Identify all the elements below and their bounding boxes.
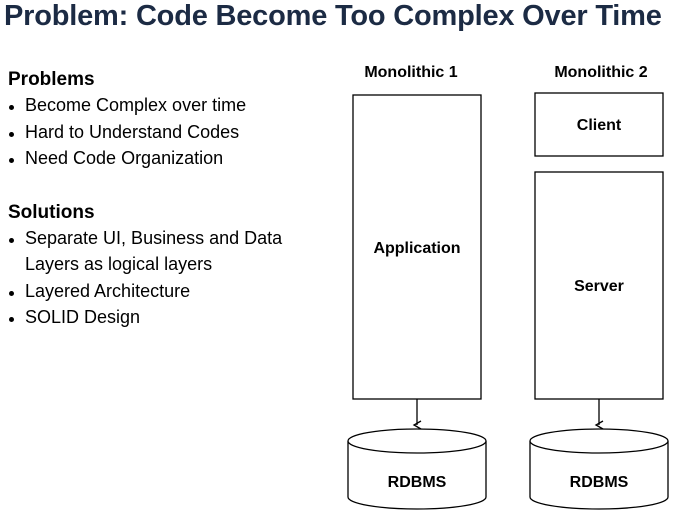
client-box [534,92,664,157]
problems-list: Become Complex over time Hard to Underst… [8,92,328,172]
rdbms-label-2: RDBMS [570,474,629,491]
solutions-heading: Solutions [8,201,95,223]
application-label: Application [373,240,460,257]
list-item: Need Code Organization [8,145,328,172]
monolithic-2-heading: Monolithic 2 [554,64,647,81]
database-cylinder-1 [347,428,487,510]
server-box [534,171,664,400]
problems-heading: Problems [8,69,95,90]
list-item: Layered Architecture [8,278,328,305]
list-item: SOLID Design [8,304,328,331]
solutions-list: Separate UI, Business and Data Layers as… [8,225,328,331]
list-item: Become Complex over time [8,92,328,119]
application-box [352,94,482,400]
list-item-line: Separate UI, Business and Data [25,227,283,248]
server-label: Server [574,278,624,295]
database-cylinder-2 [529,428,669,510]
rdbms-label-1: RDBMS [388,474,447,491]
left-panel: Problems Become Complex over time Hard t… [8,68,328,331]
list-item: Hard to Understand Codes [8,119,328,146]
monolithic-1-heading: Monolithic 1 [364,64,457,81]
page-title: Problem: Code Become Too Complex Over Ti… [4,0,662,32]
list-item-line: Layers as logical layers [25,254,213,274]
list-item: Separate UI, Business and Data Layers as… [8,225,328,278]
client-label: Client [577,117,622,134]
